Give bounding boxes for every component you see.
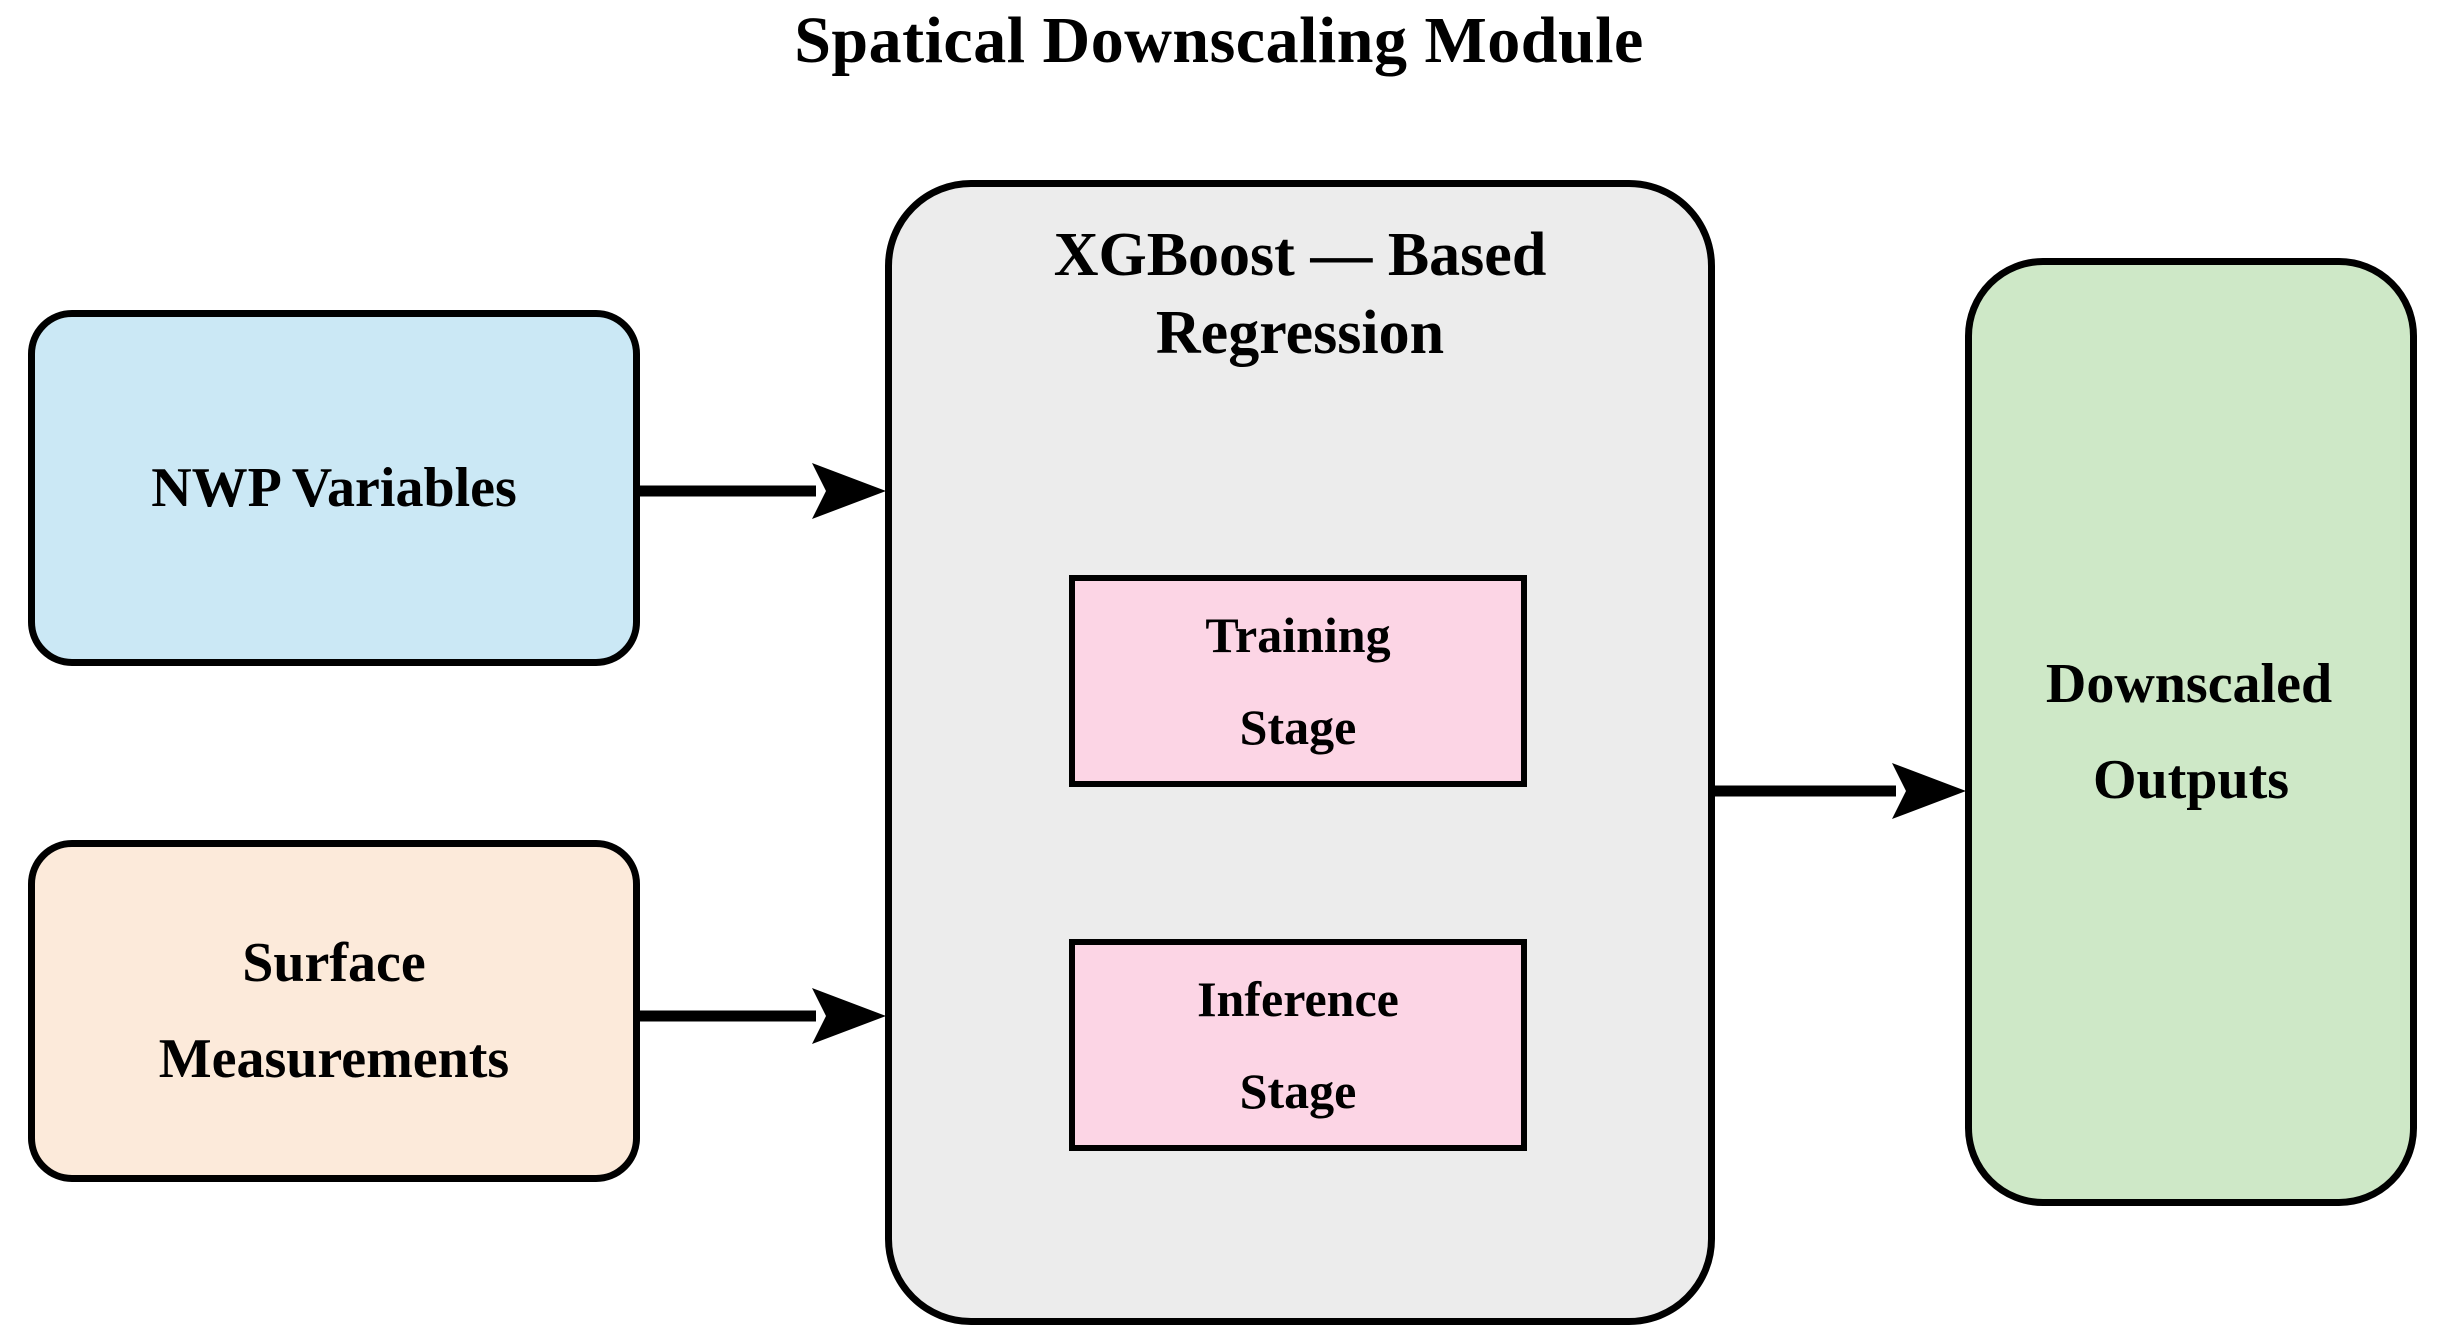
arrow-surface-to-module <box>640 980 888 1052</box>
node-training-stage-label-line1: Training <box>1205 606 1391 663</box>
node-surface-measurements-label-line2: Measurements <box>158 1028 510 1090</box>
node-inference-stage[interactable]: Inference Stage <box>1069 939 1527 1151</box>
node-xgboost-module-title-line1: XGBoost — Based <box>1053 221 1547 289</box>
arrow-nwp-to-module <box>640 455 888 527</box>
node-training-stage-label-line2: Stage <box>1239 699 1357 755</box>
arrow-module-to-output <box>1712 755 1968 827</box>
node-surface-measurements-label-line1: Surface <box>242 931 426 994</box>
node-surface-measurements[interactable]: Surface Measurements <box>28 840 640 1182</box>
node-training-stage[interactable]: Training Stage <box>1069 575 1527 787</box>
node-downscaled-outputs[interactable]: Downscaled Outputs <box>1965 258 2417 1206</box>
node-xgboost-module-title: XGBoost — Based Regression <box>892 217 1708 372</box>
node-downscaled-outputs-label-line2: Outputs <box>2092 749 2290 811</box>
node-xgboost-module[interactable]: XGBoost — Based Regression Training Stag… <box>885 180 1715 1325</box>
node-xgboost-module-title-line2: Regression <box>1155 298 1445 367</box>
node-downscaled-outputs-label-line1: Downscaled <box>2045 652 2333 715</box>
node-inference-stage-label-line2: Stage <box>1239 1063 1357 1119</box>
node-nwp-variables[interactable]: NWP Variables <box>28 310 640 666</box>
node-inference-stage-label-line1: Inference <box>1197 970 1399 1027</box>
node-nwp-variables-label: NWP Variables <box>151 456 517 519</box>
page-title: Spatical Downscaling Module <box>794 4 1644 77</box>
